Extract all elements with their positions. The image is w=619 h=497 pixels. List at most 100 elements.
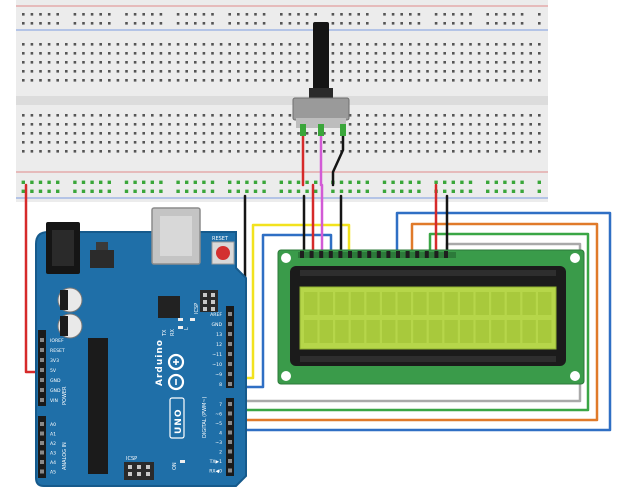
breadboard-hole-connected bbox=[30, 189, 34, 193]
breadboard-hole bbox=[391, 52, 395, 55]
breadboard-hole bbox=[357, 13, 360, 16]
breadboard-hole bbox=[409, 79, 412, 82]
breadboard-hole-connected bbox=[99, 189, 103, 193]
potentiometer-leg-2 bbox=[318, 124, 324, 136]
breadboard-hole-connected bbox=[210, 189, 215, 193]
breadboard-hole-connected bbox=[90, 180, 94, 184]
voltage-regulator bbox=[90, 250, 114, 268]
lcd-cell bbox=[397, 292, 411, 315]
breadboard-hole-connected bbox=[511, 189, 516, 193]
breadboard-hole bbox=[211, 150, 214, 153]
icsp2-pin bbox=[211, 300, 215, 304]
breadboard-hole bbox=[452, 13, 455, 16]
breadboard-hole bbox=[99, 114, 102, 117]
breadboard-hole bbox=[22, 150, 25, 153]
breadboard-hole bbox=[374, 79, 378, 82]
breadboard-hole bbox=[512, 141, 515, 144]
breadboard-hole bbox=[417, 70, 421, 73]
breadboard-hole bbox=[65, 123, 68, 126]
breadboard-hole bbox=[297, 132, 300, 135]
breadboard-hole-connected bbox=[47, 180, 51, 184]
lcd-cell bbox=[304, 292, 318, 315]
breadboard-hole bbox=[108, 22, 111, 25]
header-pin-label: 12 bbox=[216, 342, 222, 348]
breadboard-hole bbox=[194, 141, 197, 144]
header-pin-label: GND bbox=[211, 322, 222, 328]
lcd-cell bbox=[491, 292, 505, 315]
breadboard-hole bbox=[262, 114, 266, 117]
breadboard-hole bbox=[443, 13, 446, 16]
regulator-tab bbox=[96, 242, 108, 250]
breadboard-hole bbox=[469, 123, 472, 126]
breadboard-hole bbox=[211, 70, 214, 73]
header-pin-label: RX◀0 bbox=[209, 469, 222, 475]
breadboard-hole bbox=[228, 79, 231, 82]
breadboard-hole bbox=[400, 114, 403, 117]
breadboard-hole bbox=[47, 43, 51, 46]
breadboard-hole bbox=[90, 43, 94, 46]
breadboard-hole bbox=[108, 70, 111, 73]
header-socket bbox=[228, 352, 232, 356]
breadboard-hole bbox=[194, 61, 197, 64]
breadboard-hole bbox=[348, 79, 352, 82]
breadboard-hole bbox=[90, 13, 94, 16]
wire-pot-right-black bbox=[331, 132, 345, 187]
breadboard-hole bbox=[237, 22, 240, 25]
header-socket bbox=[40, 388, 44, 392]
breadboard-hole bbox=[288, 150, 292, 153]
breadboard-hole bbox=[520, 61, 524, 64]
reset-label: RESET bbox=[212, 236, 229, 242]
breadboard-hole bbox=[237, 132, 240, 135]
brand-label: Arduino bbox=[155, 339, 165, 386]
breadboard-hole bbox=[469, 79, 472, 82]
breadboard-hole bbox=[331, 150, 335, 153]
breadboard-hole bbox=[305, 132, 309, 135]
header-socket bbox=[40, 338, 44, 342]
breadboard-hole-connected bbox=[193, 180, 197, 184]
breadboard-hole bbox=[538, 150, 541, 153]
breadboard-hole bbox=[520, 13, 524, 16]
breadboard-hole bbox=[116, 150, 120, 153]
breadboard-hole bbox=[383, 150, 386, 153]
breadboard-hole bbox=[348, 123, 352, 126]
lcd-pin bbox=[319, 251, 324, 258]
breadboard-hole bbox=[133, 70, 137, 73]
breadboard-hole bbox=[520, 43, 524, 46]
breadboard-hole bbox=[168, 141, 171, 144]
breadboard-hole bbox=[211, 43, 214, 46]
breadboard-hole bbox=[176, 52, 180, 55]
breadboard-hole bbox=[47, 79, 51, 82]
breadboard-hole bbox=[82, 70, 85, 73]
breadboard-hole bbox=[348, 132, 352, 135]
breadboard-hole bbox=[426, 141, 429, 144]
breadboard-hole bbox=[340, 79, 343, 82]
header-socket bbox=[40, 450, 44, 455]
lcd-pin bbox=[348, 251, 352, 258]
breadboard-hole-connected bbox=[468, 180, 473, 184]
breadboard-hole-connected bbox=[339, 189, 344, 193]
breadboard-hole bbox=[65, 70, 68, 73]
breadboard-hole-connected bbox=[365, 189, 369, 193]
header-pin-label: A1 bbox=[50, 432, 56, 438]
breadboard-hole bbox=[254, 114, 257, 117]
breadboard-hole bbox=[47, 13, 51, 16]
breadboard-hole bbox=[434, 61, 438, 64]
breadboard-hole bbox=[159, 141, 163, 144]
breadboard-hole bbox=[434, 79, 438, 82]
breadboard-hole bbox=[297, 141, 300, 144]
breadboard-hole bbox=[512, 70, 515, 73]
lcd-cell bbox=[319, 292, 333, 315]
breadboard-hole bbox=[529, 43, 532, 46]
breadboard-hole bbox=[452, 150, 455, 153]
header-socket bbox=[228, 459, 232, 463]
breadboard-hole bbox=[366, 13, 369, 16]
breadboard-hole bbox=[254, 13, 257, 16]
breadboard-hole bbox=[348, 61, 352, 64]
reset-button[interactable] bbox=[216, 246, 230, 260]
breadboard-hole bbox=[219, 132, 223, 135]
breadboard-hole bbox=[194, 43, 197, 46]
breadboard-hole bbox=[529, 61, 532, 64]
breadboard-hole bbox=[116, 61, 120, 64]
breadboard-hole bbox=[133, 52, 137, 55]
breadboard-hole bbox=[374, 123, 378, 126]
